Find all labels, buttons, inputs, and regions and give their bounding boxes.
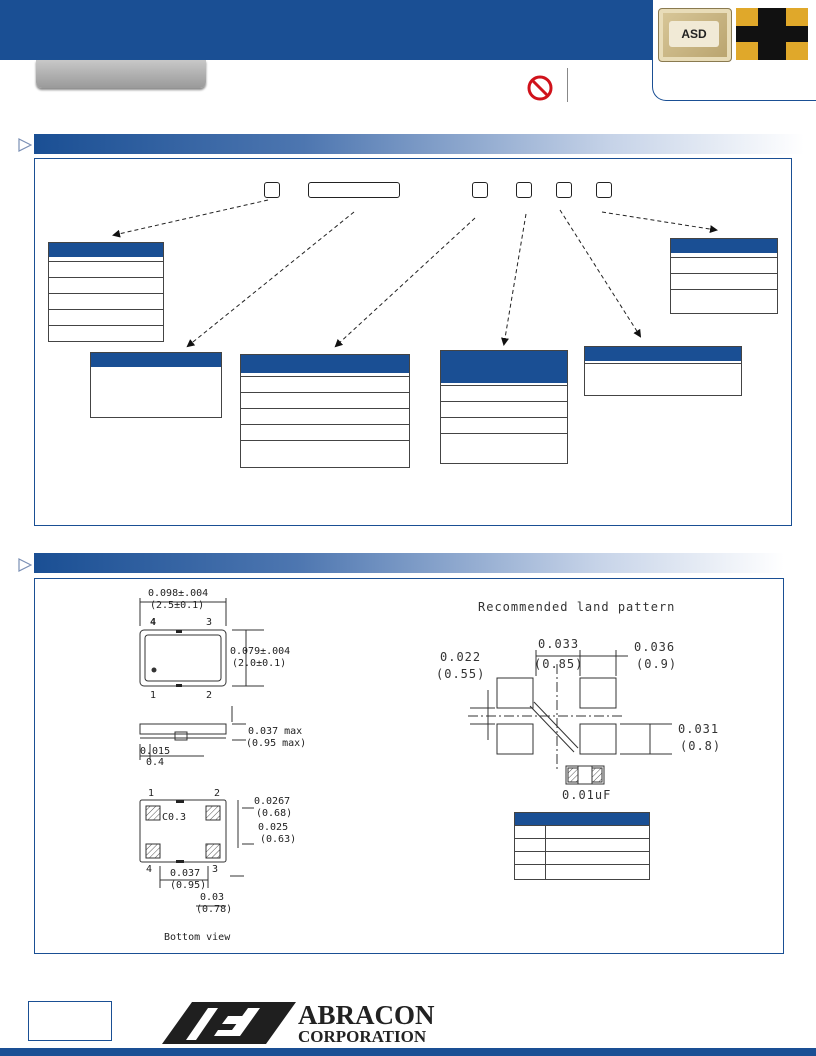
- section-arrow-icon: [18, 558, 32, 572]
- pin-label: 3: [212, 864, 219, 875]
- option-box-1: [264, 182, 280, 198]
- option-table-c: [240, 354, 410, 468]
- dim-side-height-mm: (0.95 max): [246, 738, 307, 749]
- dim-lp-b: 0.033: [538, 637, 580, 651]
- dim-top-height-mm: (2.0±0.1): [232, 658, 287, 669]
- dim-chamfer: C0.3: [162, 812, 187, 823]
- bottom-view-label: Bottom view: [164, 932, 231, 943]
- product-top-photo: ASD: [658, 8, 732, 62]
- option-box-5: [596, 182, 612, 198]
- option-table-a: [48, 242, 164, 342]
- dim-pitch-mm: (0.95): [170, 880, 207, 891]
- dim-lp-a: 0.022: [440, 650, 482, 664]
- option-box-3: [516, 182, 532, 198]
- option-table-b: [90, 352, 222, 418]
- pin-label: 4: [150, 617, 157, 628]
- dim-side-lead-mm: 0.4: [146, 757, 165, 768]
- dim-lp-d-mm: (0.8): [680, 739, 722, 753]
- pin-label: 1: [150, 690, 157, 701]
- pin-label: 2: [206, 690, 213, 701]
- dim-pad-width-mm: (0.68): [256, 808, 293, 819]
- rohs-no-lead-icon: [527, 75, 553, 101]
- dim-pad-width: 0.0267: [254, 796, 291, 807]
- option-box-2: [472, 182, 488, 198]
- ordering-frame: [34, 158, 792, 526]
- dim-pitch-y-mm: (0.78): [196, 904, 233, 915]
- chip-label: ASD: [669, 21, 719, 47]
- header-band: [0, 0, 650, 60]
- pin-label: 1: [148, 788, 155, 799]
- product-bottom-photo: [736, 8, 808, 60]
- page-number-box: [28, 1001, 112, 1041]
- logo-text-abracon: ABRACON: [298, 1000, 435, 1030]
- dim-lp-a-mm: (0.55): [436, 667, 486, 681]
- dim-pitch-y: 0.03: [200, 892, 225, 903]
- pin-function-table: [514, 812, 650, 880]
- section-arrow-icon: [18, 138, 32, 152]
- dim-lp-c-mm: (0.9): [636, 657, 678, 671]
- dim-pad-height: 0.025: [258, 822, 289, 833]
- dim-side-lead: 0.015: [140, 746, 171, 757]
- logo-text-corporation: CORPORATION: [298, 1027, 427, 1046]
- part-number-tab: [36, 60, 206, 88]
- ordering-arrows: [112, 199, 718, 348]
- pin-label: 2: [214, 788, 221, 799]
- pin-label: 4: [146, 864, 153, 875]
- dim-side-height: 0.037 max: [248, 726, 303, 737]
- divider: [567, 68, 568, 102]
- pin-label: 3: [206, 617, 213, 628]
- dim-top-width-mm: (2.5±0.1): [150, 600, 205, 611]
- option-table-e: [584, 346, 742, 396]
- dim-pitch: 0.037: [170, 868, 201, 879]
- land-pattern-title: Recommended land pattern: [478, 600, 676, 614]
- capacitor-label: 0.01uF: [562, 788, 612, 802]
- dim-top-height: 0.079±.004: [230, 646, 291, 657]
- dim-lp-b-mm: (0.85): [534, 657, 584, 671]
- option-box-frequency: [308, 182, 400, 198]
- dim-top-width: 0.098±.004: [148, 588, 209, 599]
- option-box-4: [556, 182, 572, 198]
- dim-pad-height-mm: (0.63): [260, 834, 297, 845]
- dim-lp-c: 0.036: [634, 640, 676, 654]
- dimensions-frame: [34, 578, 784, 954]
- footer-band: [0, 1048, 816, 1056]
- abracon-logo-mark: [162, 1002, 296, 1044]
- ordering-section-bar: [34, 134, 804, 154]
- option-table-f: [670, 238, 778, 314]
- option-table-d: [440, 350, 568, 464]
- dim-lp-d: 0.031: [678, 722, 720, 736]
- dimensions-section-bar: [34, 553, 784, 573]
